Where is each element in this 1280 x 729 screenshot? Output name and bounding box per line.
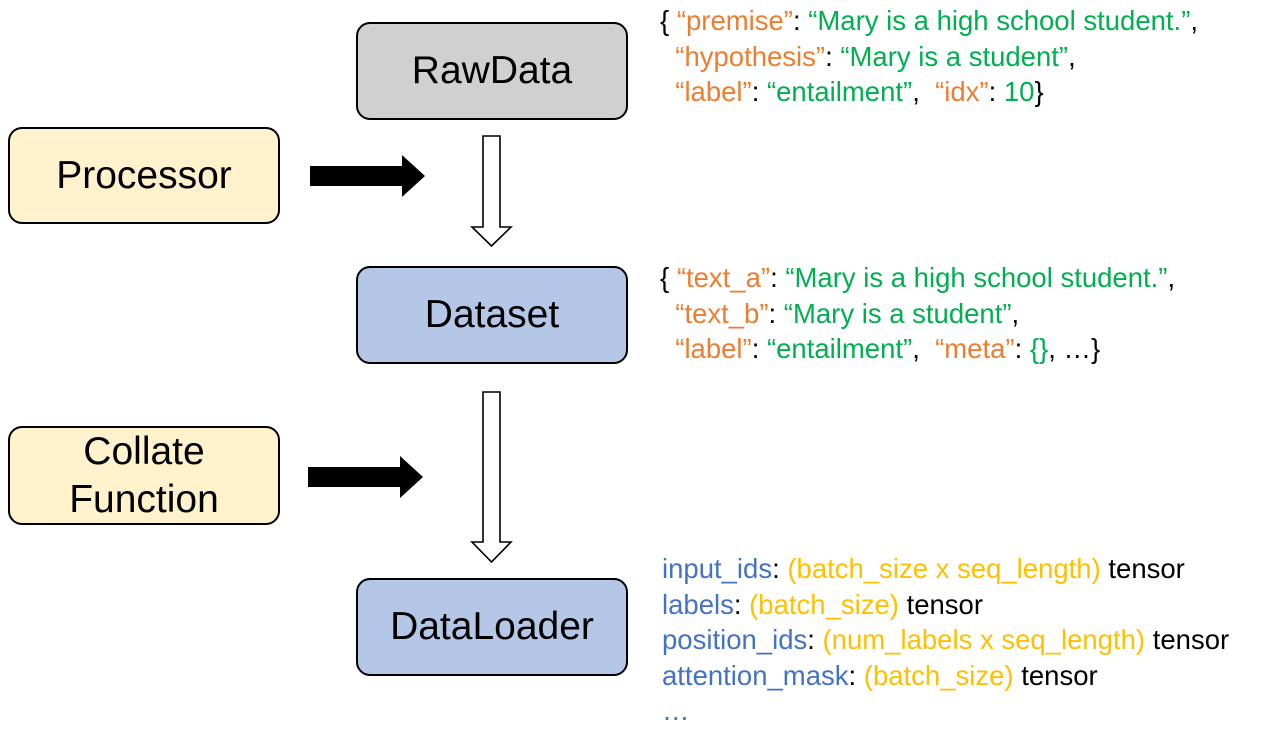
field-position-ids: position_ids xyxy=(662,624,808,655)
brace-open: { xyxy=(660,262,677,293)
colon: : xyxy=(848,659,864,691)
colon: : xyxy=(733,588,750,620)
separator: : xyxy=(988,76,1004,107)
processor-node: Processor xyxy=(8,127,280,224)
type-tensor: tensor xyxy=(1013,659,1098,691)
shape-labels: (batch_size) xyxy=(749,588,899,620)
dataset-label: Dataset xyxy=(424,293,560,337)
separator: : xyxy=(770,262,786,293)
collate-function-node: Collate Function xyxy=(8,426,280,525)
value-meta: {} xyxy=(1029,333,1049,364)
shape-position-ids: (num_labels x seq_length) xyxy=(822,624,1146,655)
dataset-sample: { “text_a”: “Mary is a high school stude… xyxy=(660,260,1175,367)
raw-data-sample: { “premise”: “Mary is a high school stud… xyxy=(660,3,1198,110)
comma: , xyxy=(1068,40,1076,72)
collate-label-line1: Collate xyxy=(83,429,205,473)
colon: : xyxy=(807,624,823,655)
value-text-b: “Mary is a student” xyxy=(783,297,1012,329)
flow-arrow-dataset-to-loader xyxy=(470,391,513,564)
field-input-ids: input_ids xyxy=(662,553,773,584)
field-labels: labels xyxy=(662,588,734,620)
more-fields-ellipsis: … xyxy=(662,695,690,726)
separator: : xyxy=(792,5,809,36)
flow-arrow-raw-to-dataset xyxy=(470,135,513,248)
key-hypothesis: “hypothesis” xyxy=(675,40,826,72)
separator: : xyxy=(751,333,767,364)
shape-attention-mask: (batch_size) xyxy=(863,659,1014,691)
comma: , xyxy=(1011,297,1020,329)
type-tensor: tensor xyxy=(898,588,984,620)
separator: : xyxy=(751,76,767,107)
indent xyxy=(660,41,675,72)
separator: : xyxy=(825,40,841,72)
processor-arrow xyxy=(310,155,425,197)
separator: : xyxy=(768,297,784,329)
value-premise: “Mary is a high school student.” xyxy=(808,5,1191,36)
data-loader-label: DataLoader xyxy=(390,605,594,649)
key-premise: “premise” xyxy=(676,5,793,36)
shape-input-ids: (batch_size x seq_length) xyxy=(787,553,1101,584)
comma: , xyxy=(912,76,936,107)
brace-close: } xyxy=(1034,76,1044,107)
collate-arrow xyxy=(308,456,423,498)
indent xyxy=(660,333,675,364)
separator: : xyxy=(1014,333,1030,364)
key-text-b: “text_b” xyxy=(675,297,769,329)
raw-data-node: RawData xyxy=(356,22,628,120)
raw-data-label: RawData xyxy=(411,49,573,93)
value-label: “entailment” xyxy=(766,76,913,107)
colon: : xyxy=(772,553,788,584)
data-loader-node: DataLoader xyxy=(356,578,628,676)
processor-label: Processor xyxy=(56,153,232,197)
value-label: “entailment” xyxy=(766,333,913,364)
trailing-ellipsis: , …} xyxy=(1048,333,1101,364)
value-hypothesis: “Mary is a student” xyxy=(840,40,1069,72)
key-label: “label” xyxy=(675,333,752,364)
type-tensor: tensor xyxy=(1145,624,1230,655)
key-idx: “idx” xyxy=(935,76,989,107)
comma: , xyxy=(1190,5,1198,36)
collate-label-line2: Function xyxy=(69,477,219,521)
key-text-a: “text_a” xyxy=(676,262,771,293)
data-loader-sample: input_ids: (batch_size x seq_length) ten… xyxy=(662,551,1229,729)
type-tensor: tensor xyxy=(1100,553,1185,584)
value-text-a: “Mary is a high school student.” xyxy=(785,262,1168,293)
indent xyxy=(660,298,675,329)
comma: , xyxy=(1167,262,1176,293)
value-idx: 10 xyxy=(1003,76,1035,107)
field-attention-mask: attention_mask xyxy=(662,659,849,691)
comma: , xyxy=(912,333,936,364)
dataset-node: Dataset xyxy=(356,266,628,364)
key-meta: “meta” xyxy=(935,333,1015,364)
brace-open: { xyxy=(660,5,677,36)
key-label: “label” xyxy=(675,76,752,107)
indent xyxy=(660,76,675,107)
